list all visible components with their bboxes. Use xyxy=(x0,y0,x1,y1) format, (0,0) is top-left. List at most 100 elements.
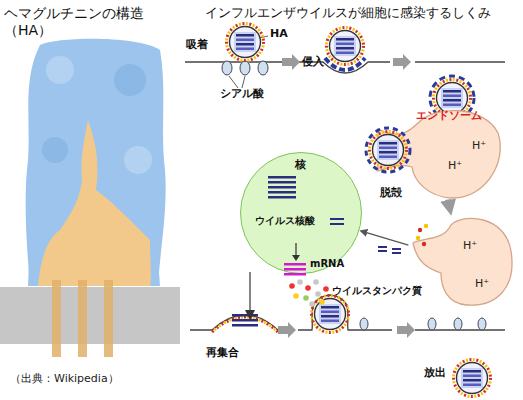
node-text: 核 xyxy=(295,158,306,171)
annotation-label: 放出 xyxy=(424,366,446,379)
uncoated-capsid-dots xyxy=(416,236,420,240)
viral-protein-dots xyxy=(289,283,295,289)
transport-arrow xyxy=(245,310,255,320)
annotation-label: HA xyxy=(270,27,288,40)
cell-membrane xyxy=(415,61,505,62)
source-caption: （出典：Wikipedia） xyxy=(10,372,119,385)
viral-protein-dots xyxy=(319,299,325,305)
viral-rna xyxy=(268,181,296,184)
hemagglutinin-model xyxy=(42,137,68,163)
leader-line xyxy=(229,36,268,88)
cell-membrane xyxy=(185,62,390,73)
viral-rna xyxy=(392,248,401,250)
annotation-label: mRNA xyxy=(310,258,344,270)
hemagglutinin-model xyxy=(26,39,166,286)
viral-rna xyxy=(232,314,258,327)
viral-protein-dots xyxy=(309,301,315,307)
viral-rna xyxy=(330,218,344,220)
viral-rna xyxy=(392,252,401,254)
annotation-label: 再集合 xyxy=(206,346,239,359)
sialic-acid-receptor xyxy=(258,61,268,75)
annotation-label: シアル酸 xyxy=(220,87,264,100)
node-text: H⁺ xyxy=(475,277,489,290)
sialic-acid-receptor xyxy=(240,61,250,75)
viral-protein-dots xyxy=(323,286,329,292)
membrane-band xyxy=(0,287,180,344)
viral-protein-dots xyxy=(313,279,319,285)
hemagglutinin-model xyxy=(124,146,152,174)
node-text: H⁺ xyxy=(448,159,462,172)
transmembrane-rod xyxy=(52,280,61,357)
viral-rna xyxy=(378,250,387,252)
viral-protein-dots xyxy=(303,295,309,301)
endosome: エンドソーム H⁺ H⁺ xyxy=(372,105,504,200)
annotation-label: 吸着 xyxy=(186,38,208,51)
step-arrow xyxy=(282,54,300,70)
hemagglutinin-spike xyxy=(454,318,462,330)
viral-protein-dots xyxy=(297,279,303,285)
viral-protein-dots xyxy=(293,293,299,299)
leader-line xyxy=(229,76,238,88)
hemagglutinin-model xyxy=(46,56,74,84)
virus-particle xyxy=(312,296,349,333)
viral-protein-dots xyxy=(212,317,278,332)
viral-rna xyxy=(268,186,296,189)
mrna-strand xyxy=(284,263,306,276)
hemagglutinin-model xyxy=(28,240,36,286)
hemagglutinin-spike xyxy=(360,318,368,330)
viral-protein-dots xyxy=(305,285,311,291)
flow-arrow xyxy=(448,200,449,207)
hemagglutinin-spike xyxy=(478,318,486,330)
transcription-arrow xyxy=(295,243,296,256)
uncoated-capsid-dots xyxy=(422,242,426,246)
node-text: H⁺ xyxy=(472,139,486,152)
hemagglutinin-model xyxy=(114,64,146,96)
nucleus: 核ウイルス核酸 xyxy=(240,152,362,274)
viral-protein-dots xyxy=(315,291,321,297)
diagram-title: インフルエンザウイルスが細胞に感染するしくみ xyxy=(205,5,491,21)
hemagglutinin-model xyxy=(38,120,151,286)
virus-particle xyxy=(454,360,491,397)
transport-arrow xyxy=(249,272,250,312)
annotation-label: 侵入 xyxy=(302,55,324,68)
step-arrow xyxy=(393,54,411,70)
uncoated-capsid-dots xyxy=(418,228,422,232)
hemagglutinin-model xyxy=(151,230,160,286)
viral-protein-dots xyxy=(289,279,329,307)
virus-particle xyxy=(370,132,407,169)
viral-rna xyxy=(232,319,258,322)
node-text: エンドソーム xyxy=(416,109,482,122)
viral-rna xyxy=(268,191,296,194)
uncoated-capsid-dots xyxy=(424,224,428,228)
hemagglutinin-model xyxy=(26,39,166,286)
node-outline xyxy=(413,218,512,305)
transmembrane-rod xyxy=(104,280,113,357)
viral-rna xyxy=(330,223,344,225)
hemagglutinin-spike xyxy=(360,318,486,330)
sialic-acid-receptor xyxy=(222,61,232,75)
transmembrane-rod xyxy=(52,280,113,357)
virus-particle xyxy=(327,28,364,65)
endosome-coat xyxy=(366,128,410,172)
sialic-acid-receptor xyxy=(222,61,268,75)
leader-line xyxy=(242,76,245,88)
transcription-arrow xyxy=(292,255,300,261)
leader-line xyxy=(259,36,268,38)
virus-particle xyxy=(227,24,264,61)
step-arrow xyxy=(278,322,296,338)
viral-rna xyxy=(232,314,258,317)
mrna-strand xyxy=(284,263,306,266)
node-text: H⁺ xyxy=(463,239,477,252)
annotation-label: ウイルスタンパク質 xyxy=(332,285,422,297)
step-arrow xyxy=(397,322,415,338)
viral-rna xyxy=(268,176,296,179)
node-text: ウイルス核酸 xyxy=(255,215,315,227)
viral-rna xyxy=(268,176,401,254)
viral-protein-dots xyxy=(212,317,278,332)
cell-membrane xyxy=(298,295,392,330)
